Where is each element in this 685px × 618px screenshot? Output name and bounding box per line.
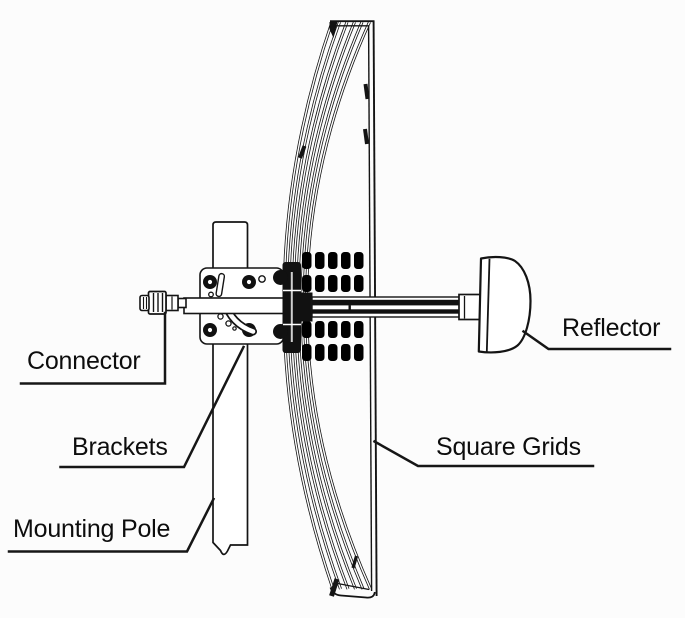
bolt-icon [203,275,256,337]
connector-shape [139,290,187,315]
square-grids-leader-line [372,439,595,468]
feed-shaft [183,297,286,315]
mounting-pole-leader-line [7,497,216,553]
mounting-pole-label: Mounting Pole [13,515,171,543]
connector-leader-line [19,311,167,385]
bracket-plate [199,267,285,345]
dish-hub-clamp [273,262,313,353]
feed-boom [311,293,482,321]
connector-label: Connector [27,347,141,375]
reflector-dome [477,255,532,354]
reflector-label: Reflector [562,314,661,342]
brackets-leader-line [59,345,246,469]
brackets-label: Brackets [72,433,168,461]
reflector-leader-line [521,329,672,351]
square-grids-label: Square Grids [436,433,581,461]
